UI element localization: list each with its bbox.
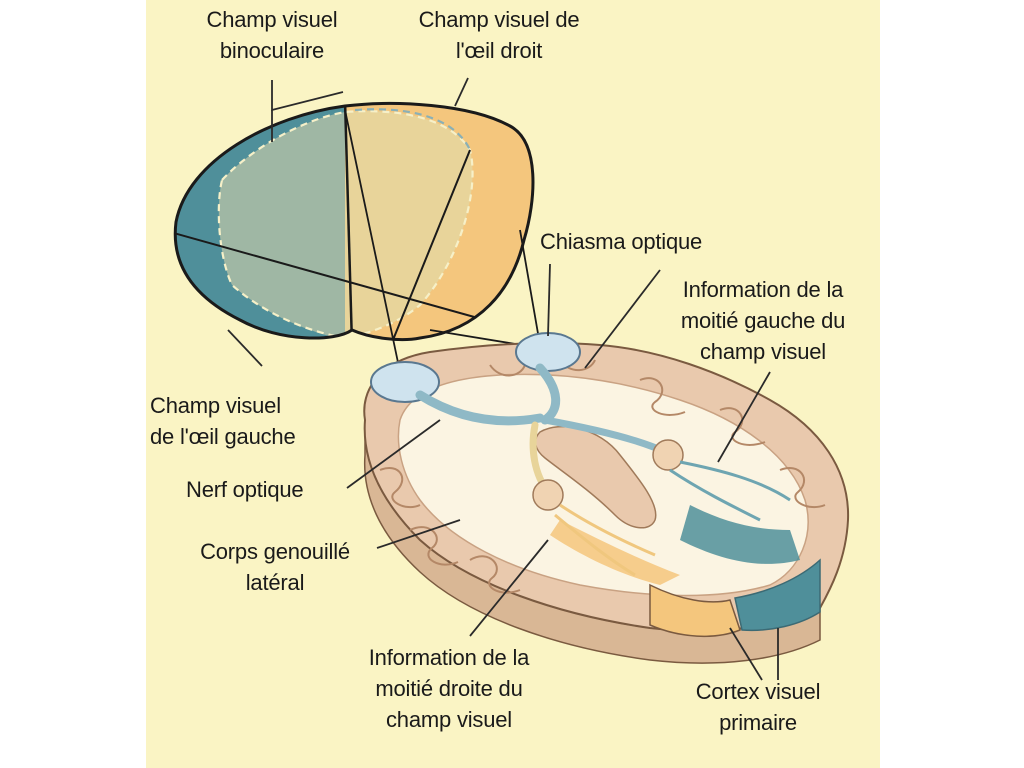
right-geniculate (532, 479, 564, 511)
left-geniculate (652, 439, 684, 471)
label-right-half-info: Information de la moitié droite du champ… (368, 645, 530, 732)
label-binocular-field: Champ visuel binoculaire (206, 7, 338, 63)
right-field-cortex (649, 583, 741, 638)
label-optic-nerve: Nerf optique (186, 477, 304, 502)
binocular-right-half (345, 111, 473, 338)
vertical-meridian (343, 103, 354, 340)
cortical-folds (379, 359, 826, 594)
right-eye (515, 332, 581, 372)
field-projection-line (175, 231, 529, 333)
label-left-half-info: Information de la moitié gauche du champ… (680, 277, 846, 364)
visual-field-diagram (173, 101, 535, 342)
label-primary-visual-cortex: Cortex visuel primaire (695, 679, 821, 735)
brain-section (363, 332, 850, 664)
leader-lines (227, 77, 779, 681)
left-field-cortex (734, 558, 821, 632)
label-lateral-geniculate: Corps genouillé latéral (200, 539, 350, 595)
label-optic-chiasm: Chiasma optique (540, 229, 703, 254)
label-left-eye-field: Champ visuel de l'œil gauche (150, 393, 296, 449)
right-optic-nerve (535, 363, 561, 425)
label-right-eye-field: Champ visuel de l'œil droit (418, 7, 580, 63)
binocular-left-half (218, 112, 345, 340)
central-structure (534, 425, 657, 529)
visual-field-outline (173, 101, 535, 342)
left-optic-nerve (415, 390, 545, 426)
optic-radiations (554, 460, 791, 577)
binocular-boundary (217, 110, 474, 340)
